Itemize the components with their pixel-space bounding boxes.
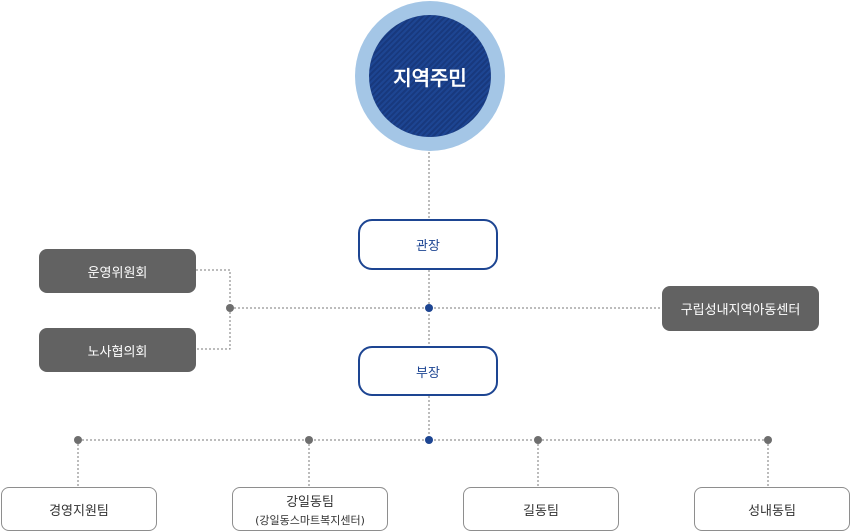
director-label: 관장: [416, 239, 440, 254]
dot-team-1: [74, 436, 82, 444]
affiliate-label: 구립성내지역아동센터: [680, 303, 801, 318]
vice-director-label: 부장: [416, 365, 440, 381]
team-node-seongnae: 성내동팀: [694, 487, 850, 531]
team-node-gildong: 길동팀: [463, 487, 619, 531]
team-node-management: 경영지원팀: [1, 487, 157, 531]
dot-team-4: [764, 436, 772, 444]
team-label: 길동팀: [523, 503, 559, 519]
committee-label: 노사협의회: [87, 344, 148, 360]
junction-dot-teams: [425, 436, 433, 444]
committee-node-steering: 운영위원회: [39, 249, 196, 293]
director-node: 관장: [358, 219, 498, 270]
committee-node-labor: 노사협의회: [39, 328, 196, 372]
team-label: 경영지원팀: [49, 503, 109, 519]
dot-team-3: [534, 436, 542, 444]
dot-team-2: [305, 436, 313, 444]
junction-dot-committee: [226, 304, 234, 312]
vice-director-node: 부장: [358, 346, 498, 396]
center-node: 지역주민: [369, 15, 491, 137]
line-committee-bracket: [196, 269, 231, 350]
team-node-gangil: 강일동팀 (강일동스마트복지센터): [232, 487, 388, 531]
affiliate-node: 구립성내지역아동센터: [662, 286, 819, 331]
team-sublabel: (강일동스마트복지센터): [255, 513, 365, 527]
committee-label: 운영위원회: [87, 265, 148, 281]
team-label: 성내동팀: [748, 503, 796, 519]
junction-dot-middle: [425, 304, 433, 312]
team-label: 강일동팀: [286, 494, 334, 510]
center-label: 지역주민: [393, 65, 467, 90]
